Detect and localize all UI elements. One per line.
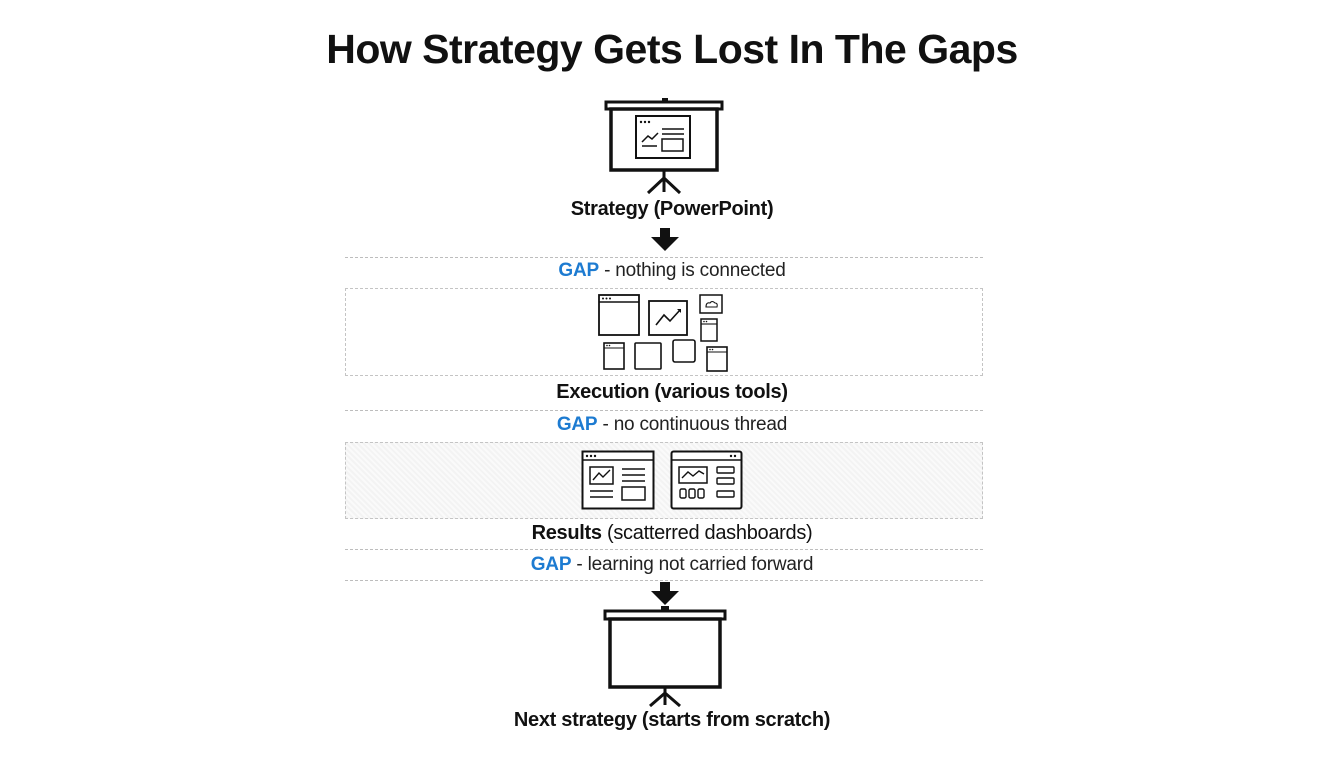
- blank-presentation-screen-icon: [603, 606, 727, 708]
- blank-card-icon: [672, 339, 696, 363]
- gap-3-word: GAP: [530, 554, 572, 575]
- gap-2-text: - no continuous thread: [597, 414, 788, 435]
- cloud-icon: [699, 294, 723, 314]
- line-chart-icon: [648, 300, 688, 336]
- gap-2-word: GAP: [556, 414, 598, 435]
- presentation-screen-icon: [604, 98, 724, 195]
- dashboard-icon: [581, 450, 655, 510]
- stage-results-label-light: (scatterred dashboards): [601, 522, 813, 544]
- divider: [345, 580, 983, 581]
- stage-strategy-label: Strategy (PowerPoint): [570, 198, 774, 220]
- small-window-icon: [603, 342, 625, 370]
- gap-1-word: GAP: [558, 260, 599, 281]
- stage-results-label: Results (scatterred dashboards): [0, 522, 1344, 545]
- gap-3-line: GAP - learning not carried forward: [0, 554, 1344, 576]
- dashboard-icon: [670, 450, 743, 510]
- divider: [345, 410, 983, 411]
- divider: [345, 549, 983, 550]
- results-panel: [345, 442, 983, 519]
- execution-panel: [345, 288, 983, 376]
- divider: [345, 257, 983, 258]
- gap-1-line: GAP - nothing is connected: [0, 260, 1344, 282]
- stage-execution-label: Execution (various tools): [556, 381, 788, 403]
- arrow-down-icon: [651, 228, 679, 251]
- gap-1-text: - nothing is connected: [598, 260, 786, 281]
- gap-2-line: GAP - no continuous thread: [0, 414, 1344, 436]
- app-window-icon: [598, 294, 640, 336]
- small-window-icon: [706, 346, 728, 372]
- small-window-icon: [700, 318, 718, 342]
- page-title: How Strategy Gets Lost In The Gaps: [326, 26, 1018, 72]
- blank-card-icon: [634, 342, 662, 370]
- stage-next-strategy-label: Next strategy (starts from scratch): [513, 709, 831, 731]
- stage-results-label-bold: Results: [531, 522, 602, 544]
- arrow-down-icon: [651, 582, 679, 605]
- gap-3-text: - learning not carried forward: [571, 554, 814, 575]
